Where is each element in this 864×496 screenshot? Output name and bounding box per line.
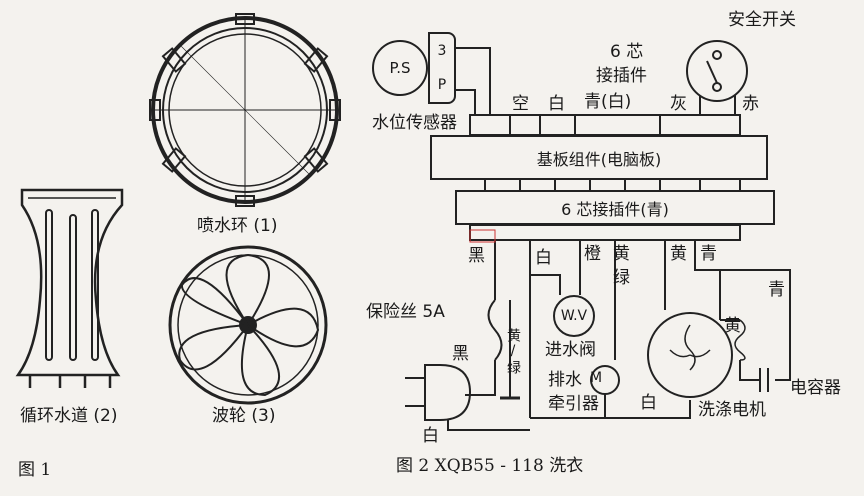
sensor-pin-3: 3 (437, 43, 447, 59)
capacitor-label: 电容器 (790, 378, 841, 398)
figure2-caption: 图 2 XQB55 - 118 洗衣 (396, 456, 584, 476)
wire-green: 绿 (613, 268, 630, 288)
sensor-label: 水位传感器 (372, 113, 457, 133)
wire-white-plug: 白 (422, 426, 439, 446)
sensor-pin-p: P (437, 77, 447, 93)
wire-yellow-3: 黄 (724, 316, 741, 336)
spray-ring-drawing (149, 13, 341, 207)
main-board: 基板组件(电脑板) (430, 135, 768, 180)
impeller-drawing (168, 245, 328, 405)
spray-ring-label: 喷水环 (1) (197, 216, 278, 236)
wire-yellow-2: 黄 (670, 244, 687, 264)
impeller-label: 波轮 (3) (212, 406, 276, 426)
wire-white-top: 白 (548, 94, 565, 114)
wire-black-bottom: 黑 (452, 344, 469, 364)
pressure-sensor-symbol: P.S (372, 40, 428, 96)
connector-top-label-3: 青(白) (584, 92, 632, 112)
wire-empty: 空 (512, 94, 529, 114)
connector-top-label-2: 接插件 (596, 66, 647, 86)
wire-orange: 橙 (584, 244, 601, 264)
wire-cyan-2: 青 (768, 280, 785, 300)
sensor-connector: 3 P (428, 32, 456, 104)
water-channel-label: 循环水道 (2) (20, 406, 118, 426)
safety-switch-label: 安全开关 (728, 10, 796, 30)
wire-yellow-1: 黄 (613, 244, 630, 264)
inlet-valve-label: 进水阀 (545, 340, 596, 360)
drain-symbol: M (590, 370, 603, 386)
wire-black-top: 黑 (468, 246, 485, 266)
connector-bottom: 6 芯接插件(青) (455, 190, 775, 225)
drain-label-2: 牵引器 (548, 394, 599, 414)
wire-cyan-1: 青 (700, 244, 717, 264)
fuse-label: 保险丝 5A (366, 302, 445, 322)
figure1-label: 图 1 (18, 460, 52, 480)
wire-white-mid: 白 (535, 248, 552, 268)
wire-gray: 灰 (670, 94, 687, 114)
wire-red: 赤 (742, 94, 759, 114)
drain-label-1: 排水 (548, 370, 582, 390)
connector-top-label-1: 6 芯 (610, 42, 644, 62)
inlet-valve-symbol: W.V (553, 295, 595, 337)
water-channel-drawing (15, 188, 124, 388)
safety-switch-symbol (686, 40, 748, 102)
switch-icon (706, 50, 722, 92)
motor-label: 洗涤电机 (698, 400, 766, 420)
wire-yellow-green: 黄/绿 (505, 328, 521, 375)
wire-white-bottom: 白 (640, 393, 657, 413)
